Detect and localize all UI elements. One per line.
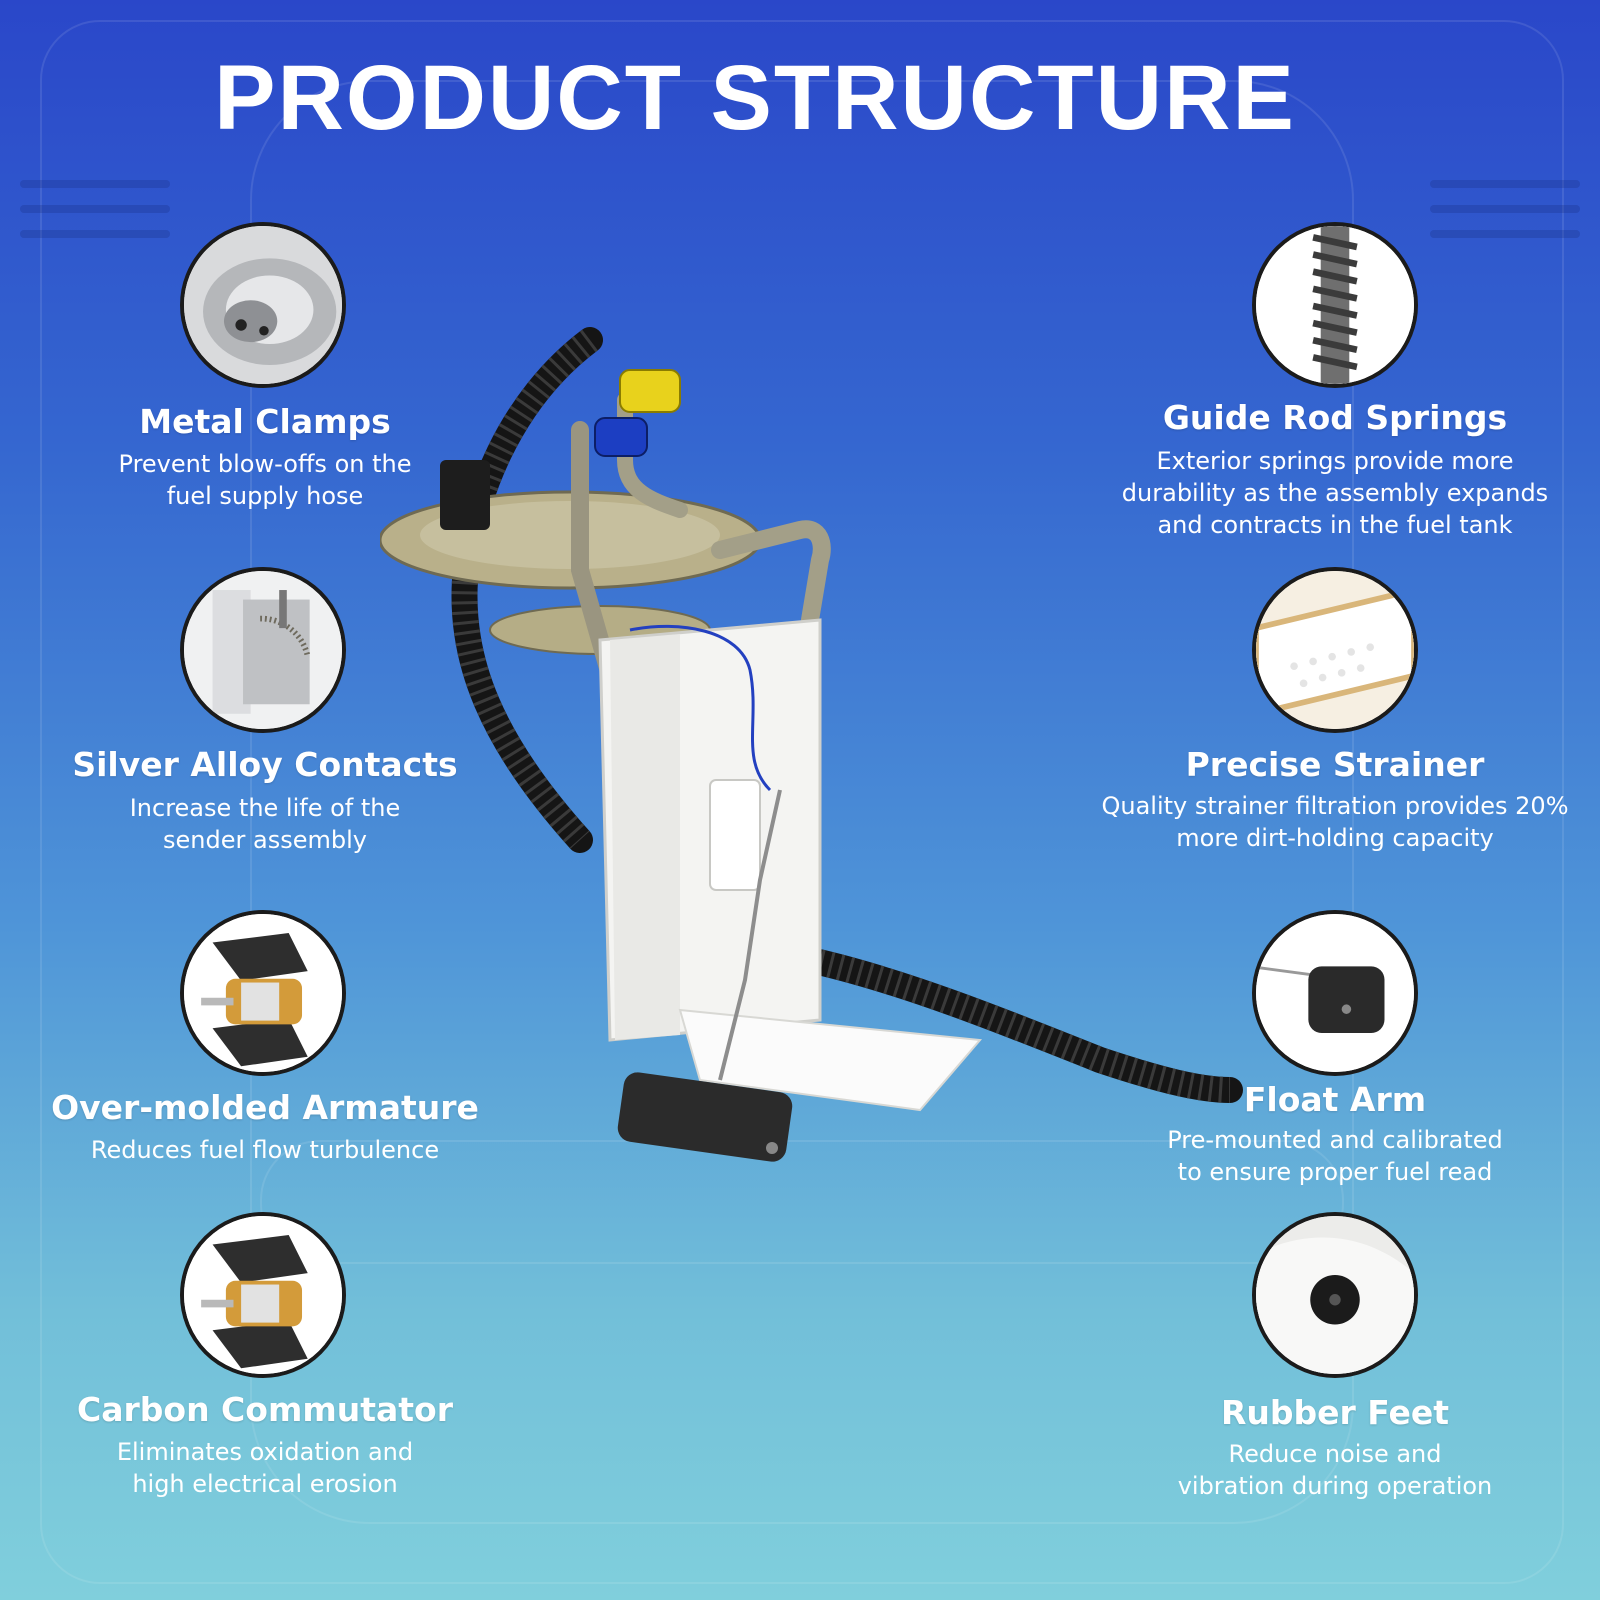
feature-description: Exterior springs provide more durability…: [1121, 447, 1549, 539]
armature-icon: [180, 910, 346, 1076]
spring-icon: [1252, 222, 1418, 388]
background-vent: [1430, 180, 1580, 188]
feature-title: Carbon Commutator: [77, 1390, 453, 1429]
feature-title: Guide Rod Springs: [1162, 398, 1508, 437]
feature-description: Pre-mounted and calibrated to ensure pro…: [1167, 1126, 1503, 1186]
feature-description: Eliminates oxidation and high electrical…: [116, 1438, 414, 1498]
background-vent: [20, 205, 170, 213]
feature-description: Increase the life of the sender assembly: [129, 794, 401, 854]
background-vent: [20, 180, 170, 188]
strainer-icon: [1252, 567, 1418, 733]
background-outline: [250, 80, 1354, 1524]
feature-title: Silver Alloy Contacts: [72, 745, 458, 784]
feature-description: Quality strainer filtration provides 20%…: [1101, 792, 1569, 852]
commutator-icon: [180, 1212, 346, 1378]
feature-title: Rubber Feet: [1220, 1393, 1450, 1432]
fuel-pump-module-image: [380, 327, 1243, 1162]
background-vent: [1430, 205, 1580, 213]
feature-title: Over-molded Armature: [51, 1088, 479, 1127]
background-vent: [20, 230, 170, 238]
feature-description: Prevent blow-offs on the fuel supply hos…: [118, 450, 412, 510]
background-outline: [260, 1140, 1344, 1264]
background-vent: [1430, 230, 1580, 238]
float-icon: [1252, 910, 1418, 1076]
silver-contacts-icon: [180, 567, 346, 733]
feature-title: Float Arm: [1243, 1080, 1427, 1119]
feature-title: Metal Clamps: [139, 402, 391, 441]
feature-description: Reduces fuel flow turbulence: [90, 1136, 440, 1164]
background-outline: [40, 20, 1564, 1584]
rubber-foot-icon: [1252, 1212, 1418, 1378]
feature-description: Reduce noise and vibration during operat…: [1177, 1440, 1493, 1500]
metal-clamp-icon: [180, 222, 346, 388]
page-title: PRODUCT STRUCTURE: [214, 47, 1296, 149]
feature-title: Precise Strainer: [1185, 745, 1485, 784]
